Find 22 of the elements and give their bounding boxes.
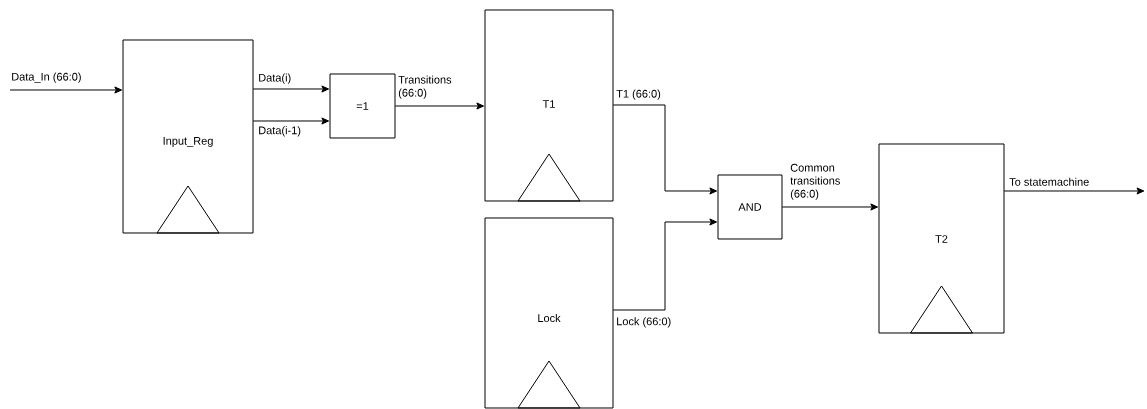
arrow [9,86,123,94]
arrow [252,117,330,125]
register-box: Lock [484,217,614,409]
arrow [252,85,330,93]
arrow [781,203,879,211]
register-box: =1 [329,73,396,139]
edge-label: Data_In (66:0) [12,72,81,83]
arrow [1003,187,1145,195]
edge-label: Data(i) [259,73,291,84]
edge-label: To statemachine [1009,177,1089,186]
arrow [612,104,718,195]
edge-label: Common transitions (66:0) [790,163,840,200]
edge-label: Transitions (66:0) [398,75,452,99]
register-box: T1 [484,9,614,202]
register-box: AND [717,174,783,240]
register-box: T2 [878,143,1005,334]
edge-label: Data(i-1) [259,126,301,137]
register-box: Input_Reg [122,39,254,234]
arrow [612,218,718,311]
edge-label: Lock (66:0) [617,317,671,328]
edge-label: T1 (66:0) [616,89,661,100]
arrow [394,102,485,110]
